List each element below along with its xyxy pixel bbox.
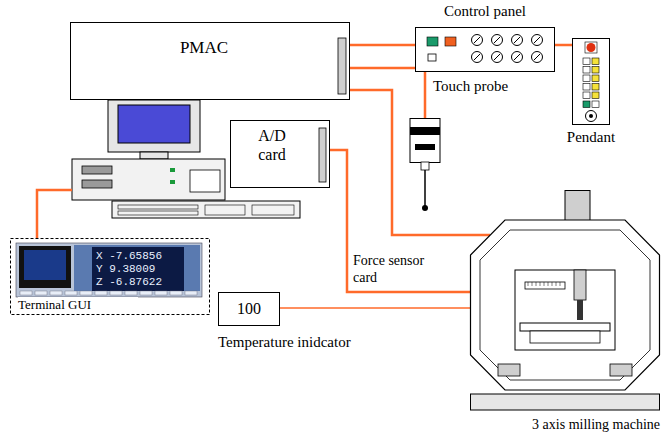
pmac-controller: PMAC <box>70 22 350 100</box>
touch-probe-shape <box>405 118 445 212</box>
signal-cable <box>350 90 490 235</box>
milling-machine-shape <box>470 190 660 412</box>
temperature-indicator: 100Temperature inidcator <box>218 292 280 326</box>
text-holder: Touch probe <box>433 78 543 95</box>
node-label: A/D card <box>258 127 286 163</box>
control-panel: Control panel <box>415 27 555 72</box>
text-holder: Temperature inidcator <box>218 334 408 351</box>
cable-label: Force sensor card <box>353 252 439 286</box>
touch-probe: Touch probe <box>405 118 445 212</box>
control-panel-shape <box>415 27 555 72</box>
node-label: Control panel <box>444 3 526 19</box>
node-label: 3 axis milling machine <box>532 417 660 432</box>
text-holder: Control panel <box>395 3 575 20</box>
text-holder: 3 axis milling machine <box>450 417 660 433</box>
axis-readout: Y 9.38009 <box>96 263 155 275</box>
pendant: Pendant <box>572 38 610 125</box>
signal-cable <box>350 68 425 118</box>
signal-cable <box>350 44 415 47</box>
node-label: Terminal GUI <box>18 297 91 312</box>
text-holder: Terminal GUI <box>18 297 138 313</box>
gui-wire <box>37 190 72 238</box>
text-holder: Pendant <box>550 129 632 146</box>
text-holder: 100 <box>218 292 280 326</box>
text-holder: A/D card <box>248 126 296 164</box>
axis-readout: X -7.65856 <box>96 250 162 262</box>
node-label: 100 <box>237 300 261 318</box>
node-label: PMAC <box>180 38 228 58</box>
node-label: Touch probe <box>433 78 508 94</box>
pendant-shape <box>572 38 610 125</box>
milling-machine: 3 axis milling machine <box>470 190 660 412</box>
node-label: Pendant <box>567 129 615 145</box>
ad-card: A/D card <box>230 120 330 188</box>
axis-readout: Z -6.87622 <box>96 276 162 288</box>
text-holder: PMAC <box>70 26 338 70</box>
signal-cable <box>555 44 572 47</box>
pmac-controller-shape <box>70 22 350 100</box>
node-caption: Temperature inidcator <box>218 334 351 350</box>
